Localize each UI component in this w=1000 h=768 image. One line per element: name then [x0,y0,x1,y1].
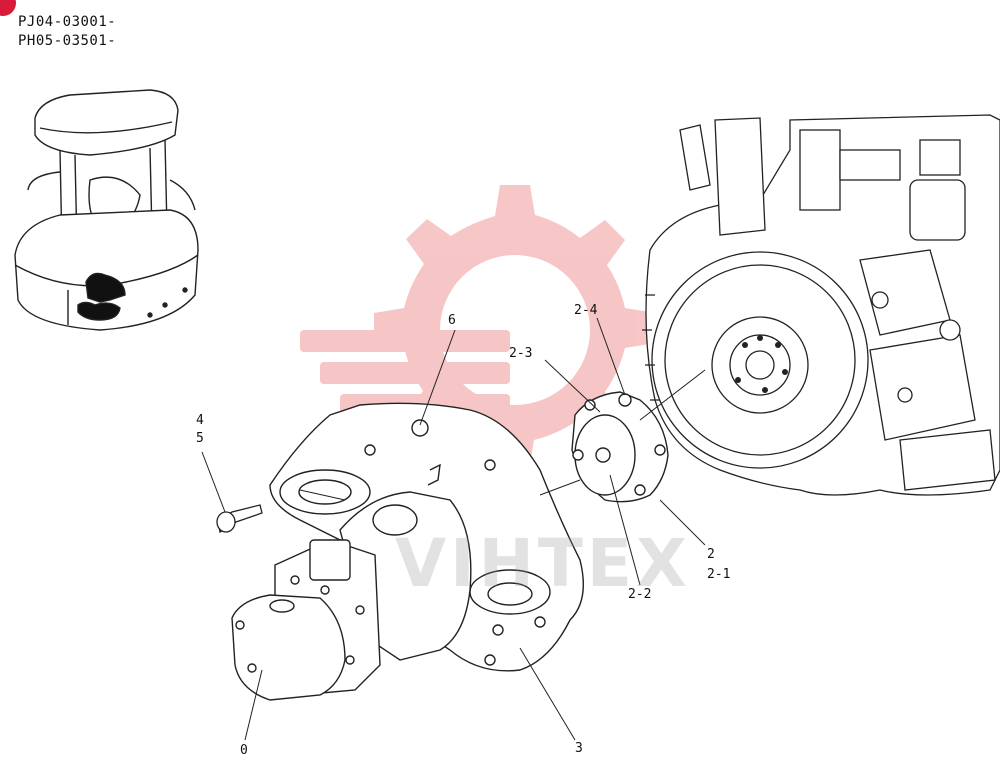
callout-3: 3 [575,741,583,756]
leader-lines [201,317,706,741]
coupling-part [571,391,669,503]
watermark-text: VIHTEX [395,525,691,602]
callout-2: 2 [707,547,715,562]
corner-marker [0,0,16,16]
assembly-lines [299,369,706,501]
serial-number-2: PH05-03501- [18,33,117,49]
engine-assembly [642,114,1000,496]
callout-0: 0 [240,743,248,758]
callout-2-1: 2-1 [707,567,731,582]
callout-6: 6 [448,313,456,328]
serial-number-1: PJ04-03001- [18,14,117,30]
callout-4: 4 [196,413,204,428]
bolt [216,504,263,534]
callout-2-4: 2-4 [574,303,598,318]
machine-thumbnail [14,89,199,331]
callout-5: 5 [196,431,204,446]
callout-2-2: 2-2 [628,587,652,602]
hydraulic-pump [231,491,472,701]
callout-2-3: 2-3 [509,346,533,361]
